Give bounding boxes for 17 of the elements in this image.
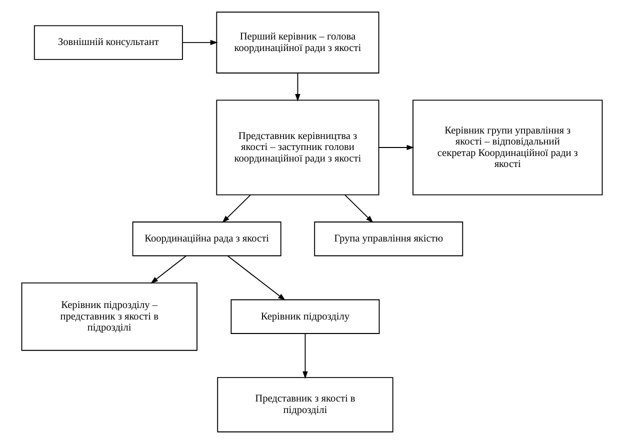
arrow	[227, 255, 286, 300]
node-box: Керівник підрозділу	[230, 299, 380, 334]
node-box: Перший керівник – голова координаційної ради з якості	[216, 12, 380, 74]
node-box: Зовнішній консультант	[34, 25, 183, 60]
node-box: Керівник підрозділу – представник з якості в підрозділі	[21, 282, 198, 351]
arrow	[295, 72, 300, 102]
node-box: Представник керівництва з якості – заступник голови координаційної ради з якості	[216, 100, 380, 196]
arrow	[182, 40, 218, 46]
arrow	[302, 333, 308, 379]
node-box: Група управління якістю	[314, 222, 464, 256]
node-box: Координаційна рада з якості	[132, 222, 282, 256]
arrow	[378, 144, 414, 150]
node-box: Керівник групи управління з якості – відповідальний секретар Координаційної ради з якості	[412, 100, 603, 196]
arrow	[344, 194, 374, 223]
arrow	[150, 255, 187, 284]
node-box: Представник з якості в підрозділі	[217, 377, 394, 432]
arrow	[222, 194, 251, 223]
